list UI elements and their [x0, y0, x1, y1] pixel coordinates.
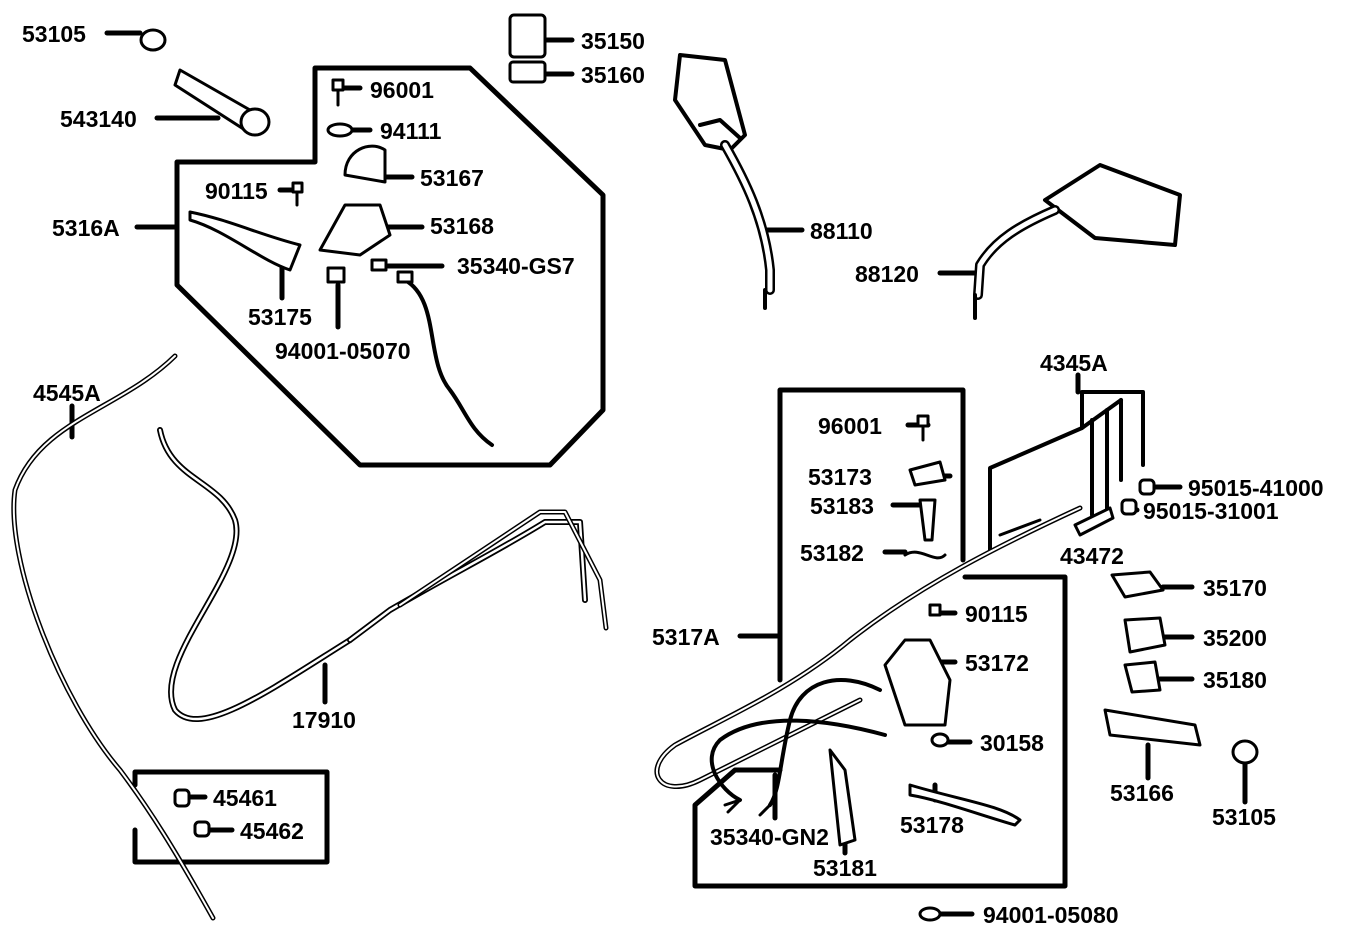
part-53105-top [139, 28, 167, 52]
group-frame-lower-right [692, 574, 1068, 889]
label-90115-right: 90115 [965, 601, 1028, 627]
label-5317a: 5317A [652, 624, 720, 650]
label-35160: 35160 [581, 62, 645, 88]
group-frame-5316a [174, 65, 606, 468]
label-94001-05080: 94001-05080 [983, 902, 1119, 928]
bracket-4345a [988, 390, 1145, 552]
label-88110: 88110 [810, 218, 873, 244]
mirror-88120 [973, 163, 1182, 320]
label-53178: 53178 [900, 812, 964, 838]
label-35340-gn2: 35340-GN2 [710, 824, 829, 850]
label-53166: 53166 [1110, 780, 1174, 806]
label-53105-top: 53105 [22, 21, 86, 47]
label-88120: 88120 [855, 261, 919, 287]
label-4545a: 4545A [33, 380, 101, 406]
label-4345a: 4345A [1040, 350, 1108, 376]
label-53175: 53175 [248, 304, 312, 330]
label-543140: 543140 [60, 106, 137, 132]
label-96001-right: 96001 [818, 413, 882, 439]
label-53168: 53168 [430, 213, 494, 239]
label-35200: 35200 [1203, 625, 1267, 651]
label-53167: 53167 [420, 165, 484, 191]
label-95015-41000: 95015-41000 [1188, 475, 1324, 501]
label-35180: 35180 [1203, 667, 1267, 693]
label-35340-gs7: 35340-GS7 [457, 253, 575, 279]
part-543140 [173, 68, 252, 132]
label-53182: 53182 [800, 540, 864, 566]
label-35150: 35150 [581, 28, 645, 54]
label-43472: 43472 [1060, 543, 1124, 569]
label-53172: 53172 [965, 650, 1029, 676]
label-35170: 35170 [1203, 575, 1267, 601]
wire-35340-gs7 [403, 278, 494, 447]
label-53183: 53183 [810, 493, 874, 519]
label-90115-left: 90115 [205, 178, 268, 204]
label-17910: 17910 [292, 707, 356, 733]
label-5316a: 5316A [52, 215, 120, 241]
label-53181: 53181 [813, 855, 877, 881]
label-45461: 45461 [213, 785, 277, 811]
label-95015-31001: 95015-31001 [1143, 498, 1279, 524]
mirror-88110 [673, 53, 775, 310]
label-30158: 30158 [980, 730, 1044, 756]
label-94001-05070: 94001-05070 [275, 338, 411, 364]
wire-35340-gn2 [768, 678, 882, 807]
group-frame-4546x [132, 769, 330, 865]
label-53105-right: 53105 [1212, 804, 1276, 830]
label-45462: 45462 [240, 818, 304, 844]
label-96001-left: 96001 [370, 77, 434, 103]
label-94111: 94111 [380, 118, 442, 144]
label-53173: 53173 [808, 464, 872, 490]
group-frame-5317a [777, 387, 966, 683]
